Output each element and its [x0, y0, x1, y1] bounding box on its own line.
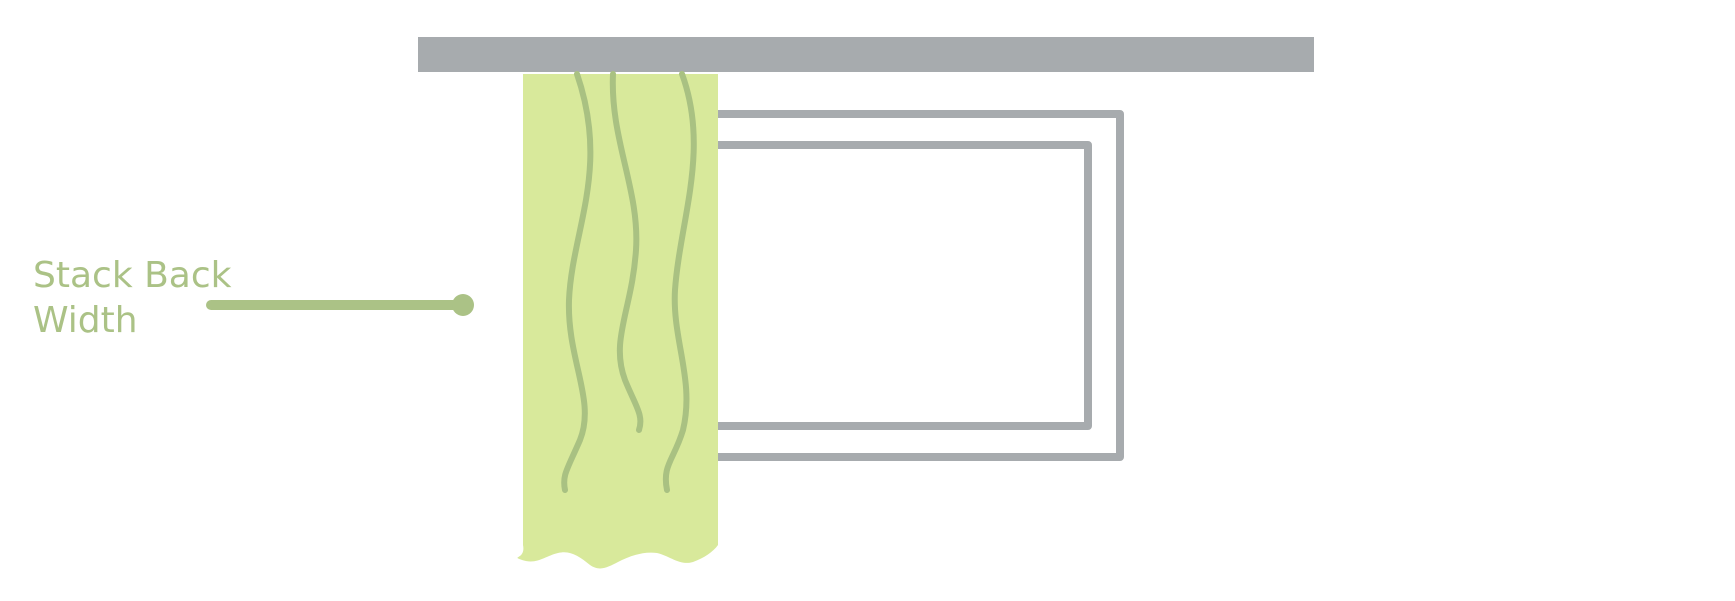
curtain-rod [418, 37, 1314, 72]
stack-back-width-label: Stack Back Width [33, 255, 243, 341]
curtain-panel [517, 74, 718, 569]
curtain-folds [561, 71, 697, 493]
indicator-dot-icon [452, 294, 474, 316]
label-line-1: Stack Back [33, 255, 232, 296]
stack-back-width-indicator [206, 294, 474, 316]
window-inner-frame [714, 141, 1092, 430]
curtain-fold-right [662, 71, 697, 493]
curtain-fold-left [561, 71, 594, 493]
curtain-fold-middle [609, 71, 644, 433]
window-outer-frame [714, 110, 1124, 461]
label-line-2: Width [33, 300, 138, 341]
